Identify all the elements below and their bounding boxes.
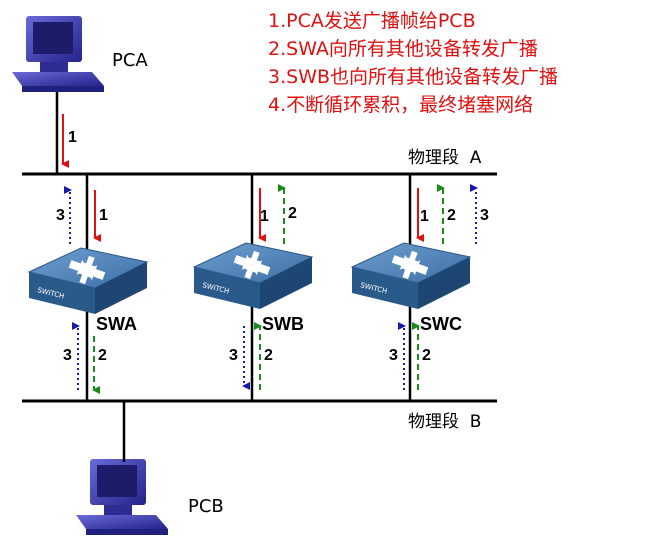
arrow-label-swc-down-1: 1 [420, 208, 429, 225]
arrow-label-swc-lower-2: 2 [422, 347, 431, 364]
swa-switch-icon: SWITCH [27, 247, 149, 314]
swb-switch-icon: SWITCH [192, 242, 314, 309]
arrow-label-swa-down-1: 1 [99, 207, 108, 224]
note-3: 3.SWB也向所有其他设备转发广播 [268, 66, 558, 88]
arrow-label-swa-lower-2: 2 [98, 347, 107, 364]
arrow-label-swb-down-1: 1 [260, 208, 269, 225]
arrow-label-swb-lower-2: 2 [264, 347, 273, 364]
swa-label: SWA [96, 314, 137, 334]
segment-b-label: 物理段 B [408, 412, 481, 432]
arrow-label-swc-up-3: 3 [480, 207, 489, 224]
arrow-label-pca-1: 1 [68, 129, 77, 146]
swb-label: SWB [262, 314, 304, 334]
swc-switch-icon: SWITCH [350, 242, 472, 309]
notes-block: 1.PCA发送广播帧给PCB 2.SWA向所有其他设备转发广播 3.SWB也向所… [268, 10, 558, 116]
arrow-label-swc-lower-3: 3 [389, 347, 398, 364]
swc-label: SWC [420, 314, 462, 334]
arrow-label-swc-up-2: 2 [447, 207, 456, 224]
arrow-label-swb-up-2: 2 [288, 205, 297, 222]
note-2: 2.SWA向所有其他设备转发广播 [268, 38, 538, 60]
pca-computer-icon [12, 16, 104, 92]
pcb-computer-icon [76, 459, 168, 535]
note-4: 4.不断循环累积，最终堵塞网络 [268, 94, 533, 116]
arrow-label-swb-lower-3: 3 [229, 347, 238, 364]
note-1: 1.PCA发送广播帧给PCB [268, 10, 476, 32]
arrow-label-swa-lower-3: 3 [63, 347, 72, 364]
arrow-label-swa-up-3: 3 [56, 207, 65, 224]
pcb-label: PCB [188, 496, 224, 517]
segment-a-label: 物理段 A [408, 148, 482, 168]
pca-label: PCA [112, 50, 148, 71]
